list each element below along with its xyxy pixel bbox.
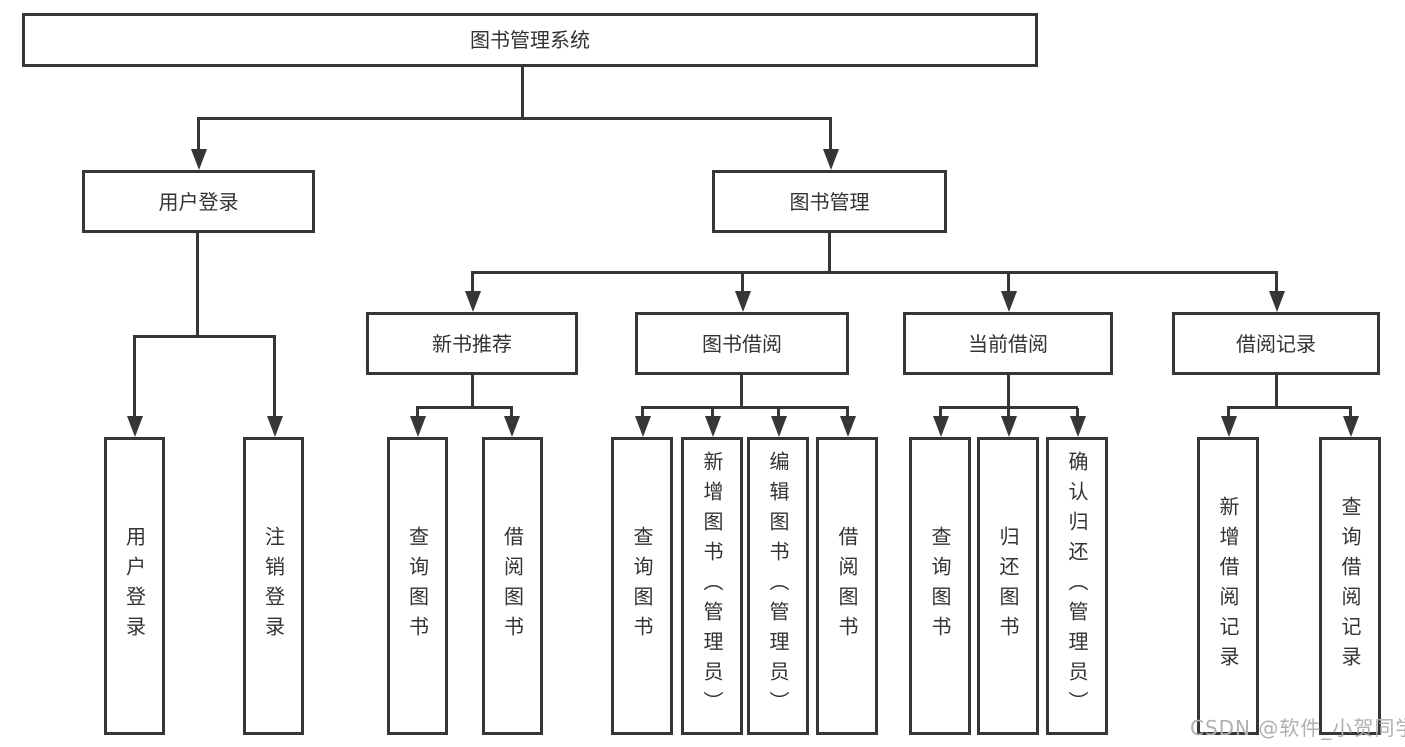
leaf-user-login: 用户登录 <box>104 437 165 735</box>
node-label: 确认归还（管理员） <box>1065 451 1089 721</box>
connector-new-book-hline <box>416 406 513 409</box>
leaf-logout: 注销登录 <box>243 437 304 735</box>
leaf-search-books-recommend: 查询图书 <box>387 437 448 735</box>
node-new-book-recommendation: 新书推荐 <box>366 312 578 375</box>
arrow-down-icon <box>503 408 520 437</box>
connector-book-management-hline <box>471 271 1278 274</box>
arrow-down-icon <box>822 118 839 170</box>
arrow-down-icon <box>634 408 651 437</box>
leaf-borrow-books-recommend: 借阅图书 <box>482 437 543 735</box>
node-library-management-system: 图书管理系统 <box>22 13 1038 67</box>
node-label: 归还图书 <box>996 526 1020 646</box>
node-label: 编辑图书（管理员） <box>766 451 790 721</box>
node-label: 查询图书 <box>405 526 430 646</box>
node-label: 新增借阅记录 <box>1216 496 1240 676</box>
connector-new-book-stem <box>471 375 474 408</box>
arrow-down-icon <box>734 273 751 312</box>
connector-borrowing-records-stem <box>1275 375 1278 408</box>
node-label: 图书管理 <box>789 189 870 214</box>
connector-user-login-hline <box>133 335 276 338</box>
arrow-down-icon <box>190 118 207 170</box>
arrow-down-icon <box>409 408 426 437</box>
node-book-management: 图书管理 <box>712 170 947 233</box>
node-borrowing-records: 借阅记录 <box>1172 312 1380 375</box>
leaf-confirm-return-admin: 确认归还（管理员） <box>1046 437 1108 735</box>
node-label: 用户登录 <box>158 189 239 214</box>
node-label: 查询图书 <box>630 526 654 646</box>
arrow-down-icon <box>1220 408 1237 437</box>
node-label: 新增图书（管理员） <box>700 451 724 721</box>
arrow-down-icon <box>770 408 787 437</box>
leaf-add-book-admin: 新增图书（管理员） <box>681 437 743 735</box>
arrow-down-icon <box>932 408 949 437</box>
connector-root-stem <box>521 67 524 119</box>
node-label: 借阅记录 <box>1236 331 1316 356</box>
leaf-return-book: 归还图书 <box>977 437 1039 735</box>
arrow-down-icon <box>1000 408 1017 437</box>
node-label: 当前借阅 <box>968 331 1048 356</box>
connector-borrowing-records-hline <box>1227 406 1352 409</box>
node-label: 图书借阅 <box>702 331 782 356</box>
node-user-login: 用户登录 <box>82 170 315 233</box>
node-label: 查询图书 <box>928 526 952 646</box>
arrow-down-icon <box>1069 408 1086 437</box>
leaf-borrow-books: 借阅图书 <box>816 437 878 735</box>
leaf-search-books-borrowing: 查询图书 <box>611 437 673 735</box>
connector-book-borrowing-hline <box>641 406 849 409</box>
arrow-down-icon <box>464 273 481 312</box>
arrow-down-icon <box>704 408 721 437</box>
arrow-down-icon <box>126 337 143 437</box>
node-current-borrowing: 当前借阅 <box>903 312 1113 375</box>
node-label: 新书推荐 <box>432 331 512 356</box>
connector-user-login-stem <box>196 233 199 336</box>
arrow-down-icon <box>839 408 856 437</box>
node-label: 注销登录 <box>261 526 286 646</box>
arrow-down-icon <box>1268 273 1285 312</box>
leaf-edit-book-admin: 编辑图书（管理员） <box>747 437 809 735</box>
node-label: 图书管理系统 <box>470 28 590 52</box>
connector-current-borrowing-hline <box>939 406 1078 409</box>
connector-book-management-stem <box>828 233 831 273</box>
connector-book-borrowing-stem <box>740 375 743 408</box>
node-label: 借阅图书 <box>500 526 525 646</box>
leaf-search-books-current: 查询图书 <box>909 437 971 735</box>
arrow-down-icon <box>1000 273 1017 312</box>
node-book-borrowing: 图书借阅 <box>635 312 849 375</box>
connector-current-borrowing-stem <box>1007 375 1010 408</box>
node-label: 借阅图书 <box>835 526 859 646</box>
csdn-watermark: CSDN @软件_小贺同学 <box>1190 716 1405 740</box>
arrow-down-icon <box>266 337 283 437</box>
node-label: 查询借阅记录 <box>1338 496 1362 676</box>
node-label: 用户登录 <box>122 526 147 646</box>
leaf-search-borrow-record: 查询借阅记录 <box>1319 437 1381 735</box>
leaf-add-borrow-record: 新增借阅记录 <box>1197 437 1259 735</box>
arrow-down-icon <box>1342 408 1359 437</box>
connector-level1-hline <box>197 117 832 120</box>
